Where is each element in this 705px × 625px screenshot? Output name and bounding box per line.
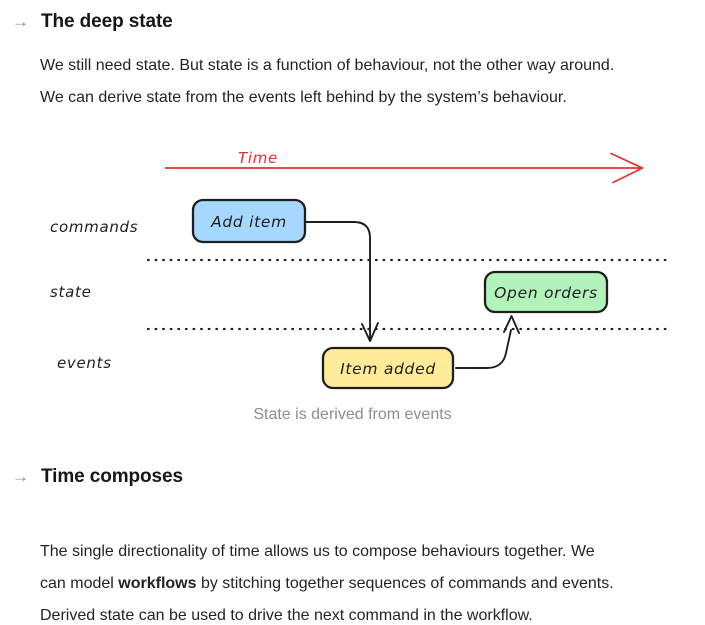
section-title: Time composes	[41, 466, 183, 487]
event-box	[321, 346, 455, 390]
lane-label-events: events	[57, 354, 112, 372]
down-arrowhead-icon	[361, 322, 379, 342]
state-box	[483, 270, 609, 314]
emphasis-workflows: workflows	[118, 575, 197, 592]
section-heading-deep-state: → The deep state	[12, 11, 173, 33]
up-arrowhead-icon	[503, 315, 520, 334]
paragraph-deep-state: We still need state. But state is a func…	[40, 57, 615, 106]
section-heading-time-composes: → Time composes	[12, 466, 183, 488]
lane-label-commands: commands	[50, 218, 138, 236]
diagram-caption: State is derived from events	[253, 406, 452, 423]
paragraph-text: by stitching together sequences of comma…	[40, 575, 614, 624]
lane-label-state: state	[50, 283, 92, 301]
paragraph-text: The single directionality of time allows…	[40, 543, 595, 592]
event-box-label: Item added	[340, 360, 436, 378]
time-arrowhead-icon	[610, 152, 644, 184]
paragraph-time-composes: The single directionality of time allows…	[40, 504, 700, 625]
command-box-label: Add item	[210, 213, 287, 231]
heading-arrow-icon: →	[12, 12, 29, 31]
connector-command-to-event	[305, 221, 371, 340]
event-sourcing-diagram: Time commands state events Add item Open…	[50, 149, 672, 390]
connector-event-to-state	[455, 329, 512, 369]
section-title: The deep state	[41, 11, 173, 32]
state-box-label: Open orders	[494, 284, 598, 302]
command-box	[191, 198, 307, 244]
heading-arrow-icon: →	[12, 467, 29, 486]
time-label: Time	[238, 149, 278, 167]
